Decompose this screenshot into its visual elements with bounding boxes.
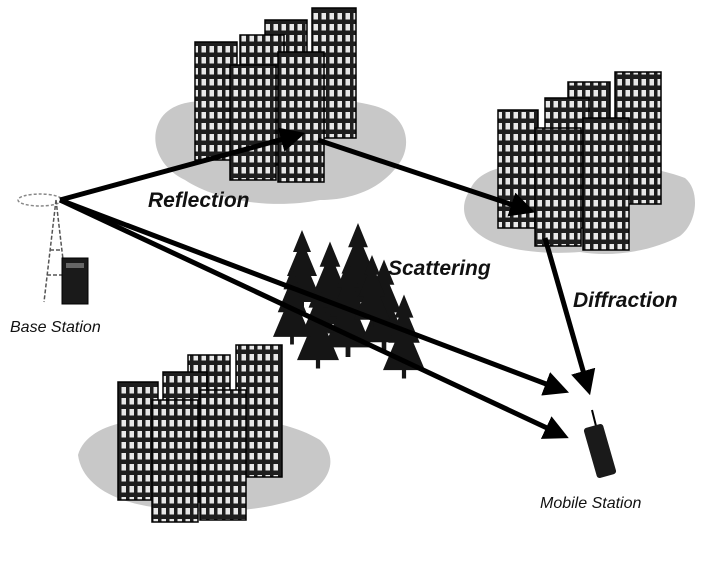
mobile-station-label: Mobile Station (540, 495, 641, 512)
scattering-label: Scattering (388, 257, 491, 280)
mobile-station (583, 409, 617, 479)
reflection-label: Reflection (148, 189, 250, 212)
forest (273, 223, 425, 379)
propagation-rays (58, 127, 596, 439)
building-cluster-right (497, 71, 662, 251)
building-cluster-top (194, 7, 357, 183)
base-station-label: Base Station (10, 319, 101, 336)
diffraction-label: Diffraction (573, 289, 678, 312)
building-cluster-bottom (117, 344, 283, 523)
